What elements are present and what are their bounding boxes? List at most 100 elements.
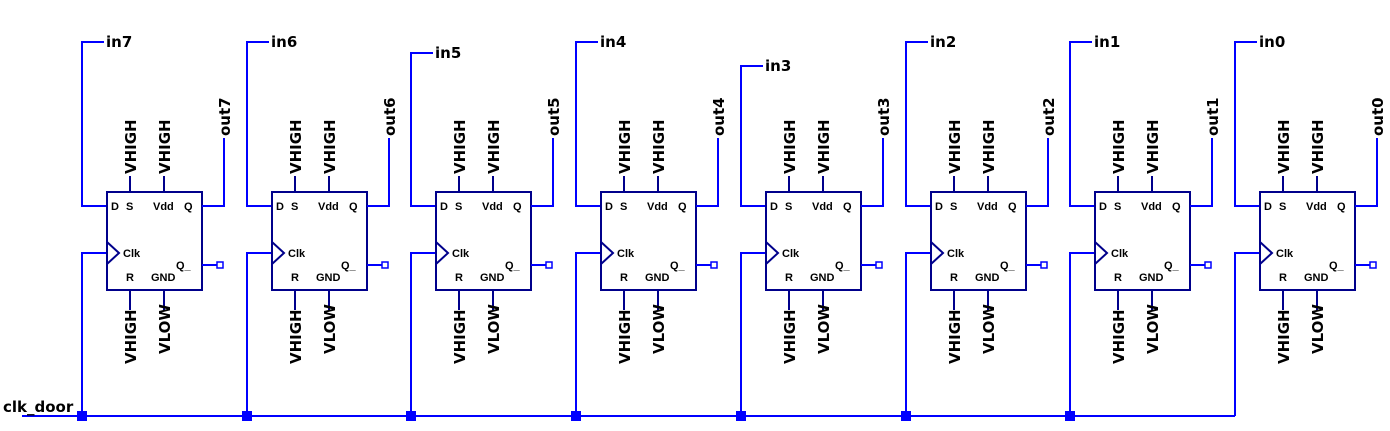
clock-wire <box>905 252 931 416</box>
pin-label-gnd: GND <box>316 272 341 284</box>
pin-label-vdd: Vdd <box>647 201 668 213</box>
input-net-label: in3 <box>765 57 791 75</box>
clock-triangle <box>1259 241 1274 265</box>
output-net-label: out0 <box>1369 97 1387 136</box>
clock-wire <box>246 252 272 416</box>
r-net-label: VHIGH <box>1110 309 1128 364</box>
pin-label-d: D <box>1264 201 1272 213</box>
output-net-label: out6 <box>381 97 399 136</box>
input-wire <box>81 41 107 207</box>
pin-label-r: R <box>126 272 134 284</box>
pin-label-qn: Q_ <box>1329 260 1345 272</box>
pin-label-qn: Q_ <box>1000 260 1016 272</box>
input-wire <box>575 41 601 207</box>
input-wire <box>740 65 766 207</box>
s-net-label: VHIGH <box>1110 119 1128 174</box>
clock-wire <box>575 252 601 416</box>
pin-label-r: R <box>950 272 958 284</box>
input-wire <box>246 41 272 207</box>
flipflop-body <box>765 191 862 291</box>
clock-wire <box>81 252 107 416</box>
pin-label-qn: Q_ <box>1164 260 1180 272</box>
pin-label-clk: Clk <box>947 248 965 260</box>
output-wire <box>367 138 390 207</box>
gnd-net-label: VLOW <box>485 304 503 354</box>
gnd-net-label: VLOW <box>980 304 998 354</box>
pin-label-vdd: Vdd <box>482 201 503 213</box>
pin-label-gnd: GND <box>1304 272 1329 284</box>
pin-label-r: R <box>1114 272 1122 284</box>
pin-label-vdd: Vdd <box>1306 201 1327 213</box>
pin-label-gnd: GND <box>151 272 176 284</box>
pin-label-vdd: Vdd <box>977 201 998 213</box>
r-net-label: VHIGH <box>946 309 964 364</box>
r-net-label: VHIGH <box>1275 309 1293 364</box>
s-net-label: VHIGH <box>287 119 305 174</box>
qn-port-icon <box>216 261 224 269</box>
pin-label-clk: Clk <box>617 248 635 260</box>
pin-label-q: Q <box>349 201 358 213</box>
output-wire <box>1355 138 1378 207</box>
pin-label-d: D <box>770 201 778 213</box>
input-net-label: in2 <box>930 33 956 51</box>
pin-label-qn: Q_ <box>835 260 851 272</box>
clock-wire <box>740 252 766 416</box>
qn-port-icon <box>875 261 883 269</box>
pin-label-q: Q <box>678 201 687 213</box>
pin-label-qn: Q_ <box>176 260 192 272</box>
pin-label-gnd: GND <box>975 272 1000 284</box>
vdd-net-label: VHIGH <box>1144 119 1162 174</box>
clock-triangle <box>106 241 121 265</box>
pin-label-d: D <box>111 201 119 213</box>
s-net-label: VHIGH <box>122 119 140 174</box>
vdd-net-label: VHIGH <box>815 119 833 174</box>
input-net-label: in7 <box>106 33 132 51</box>
pin-label-q: Q <box>1172 201 1181 213</box>
pin-label-qn: Q_ <box>341 260 357 272</box>
pin-label-clk: Clk <box>288 248 306 260</box>
r-net-label: VHIGH <box>781 309 799 364</box>
pin-label-r: R <box>455 272 463 284</box>
pin-label-d: D <box>605 201 613 213</box>
input-net-label: in5 <box>435 44 461 62</box>
pin-label-clk: Clk <box>782 248 800 260</box>
output-net-label: out2 <box>1040 97 1058 136</box>
flipflop-body <box>106 191 203 291</box>
vdd-net-label: VHIGH <box>980 119 998 174</box>
pin-label-q: Q <box>1008 201 1017 213</box>
gnd-net-label: VLOW <box>1309 304 1327 354</box>
output-net-label: out7 <box>216 97 234 136</box>
input-net-label: in4 <box>600 33 626 51</box>
clock-net-label: clk_door <box>3 398 74 416</box>
qn-port-icon <box>1369 261 1377 269</box>
clock-triangle <box>435 241 450 265</box>
pin-label-clk: Clk <box>123 248 141 260</box>
pin-label-qn: Q_ <box>505 260 521 272</box>
pin-label-d: D <box>276 201 284 213</box>
output-wire <box>531 138 554 207</box>
qn-port-icon <box>1040 261 1048 269</box>
input-net-label: in1 <box>1094 33 1120 51</box>
vdd-net-label: VHIGH <box>485 119 503 174</box>
input-net-label: in6 <box>271 33 297 51</box>
input-wire <box>410 52 436 207</box>
gnd-net-label: VLOW <box>1144 304 1162 354</box>
output-net-label: out1 <box>1204 97 1222 136</box>
clock-triangle <box>930 241 945 265</box>
pin-label-s: S <box>785 201 792 213</box>
pin-label-s: S <box>455 201 462 213</box>
qn-port-icon <box>1204 261 1212 269</box>
flipflop-body <box>930 191 1027 291</box>
pin-label-r: R <box>620 272 628 284</box>
clock-triangle <box>1094 241 1109 265</box>
clock-wire <box>1234 252 1260 416</box>
output-wire <box>861 138 884 207</box>
pin-label-s: S <box>1279 201 1286 213</box>
vdd-net-label: VHIGH <box>1309 119 1327 174</box>
input-net-label: in0 <box>1259 33 1285 51</box>
pin-label-r: R <box>1279 272 1287 284</box>
input-wire <box>1234 41 1260 207</box>
